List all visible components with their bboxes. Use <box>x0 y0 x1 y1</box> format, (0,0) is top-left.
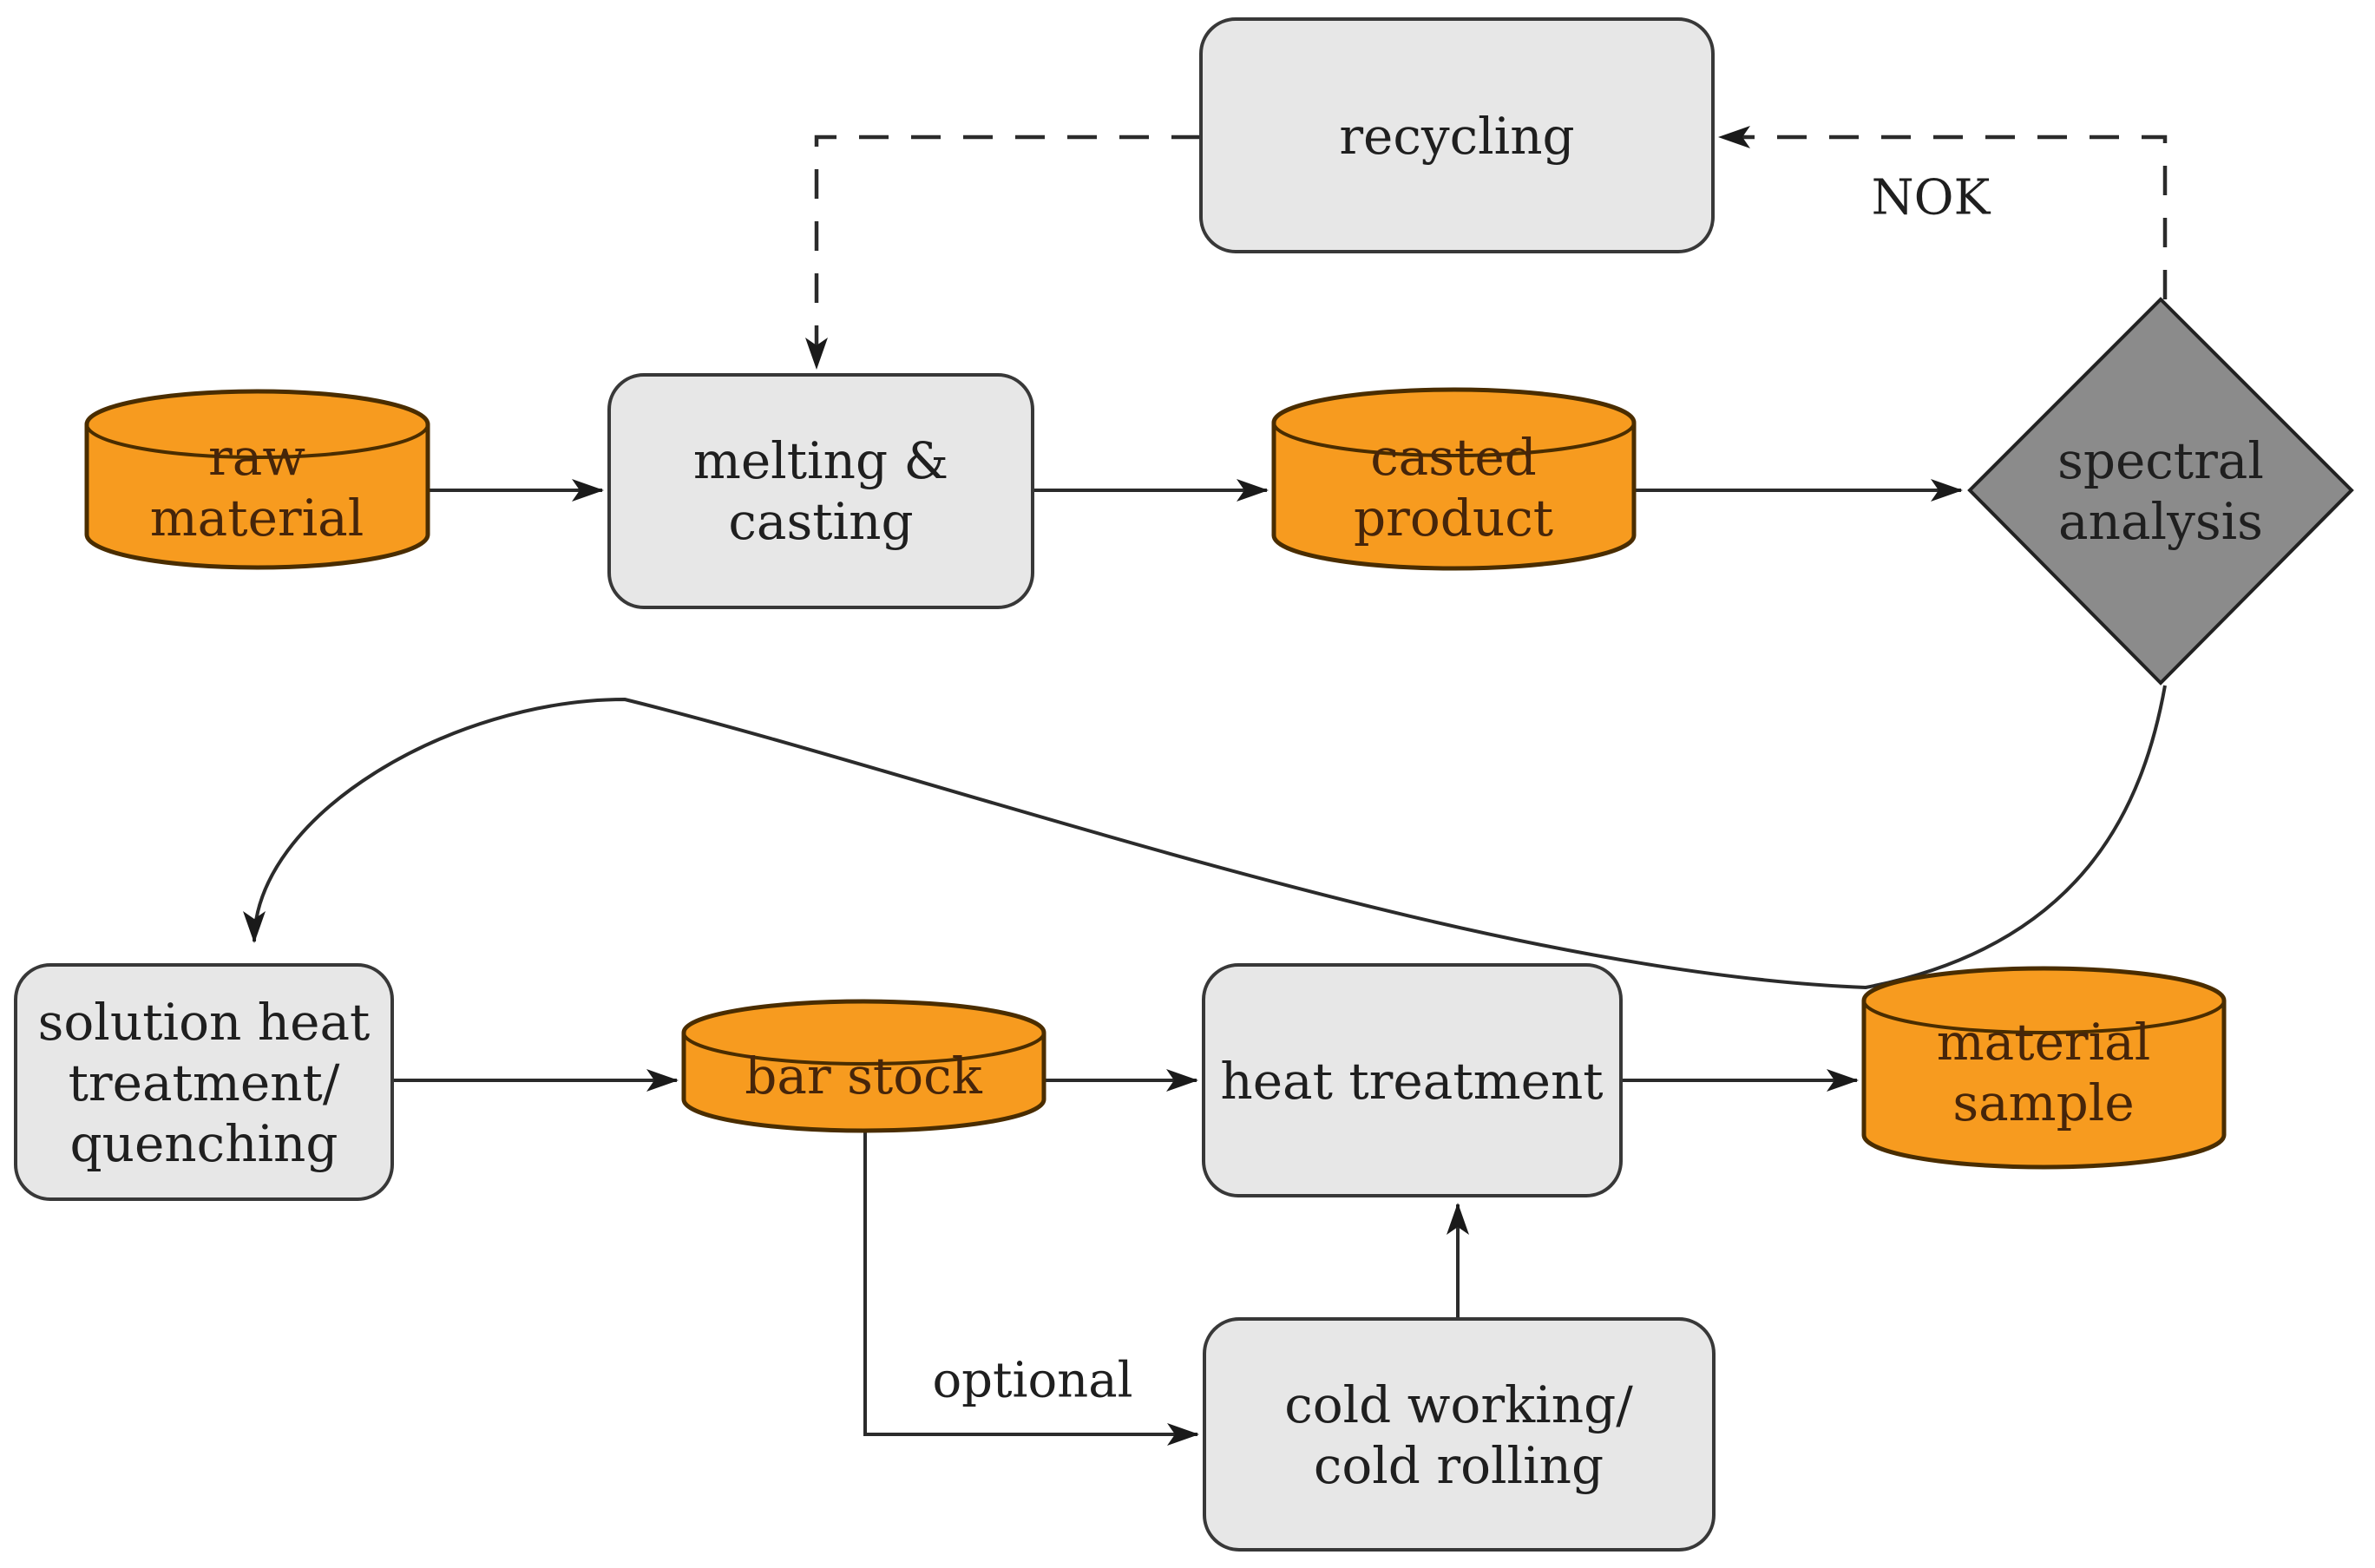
heat-treatment-box <box>1202 963 1623 1197</box>
raw-material-cylinder-rim <box>85 423 430 459</box>
raw-material-label-line1: raw <box>208 428 305 487</box>
solution-heat-treatment-box <box>14 963 394 1201</box>
node-melting-casting: melting & casting <box>607 373 1034 609</box>
material-sample-cylinder-rim <box>1862 1000 2226 1034</box>
heat-treatment-label: heat treatment <box>1220 1052 1603 1111</box>
node-casted-product: casted product <box>1271 387 1637 571</box>
casted-product-cylinder-rim <box>1272 422 1636 457</box>
recycling-label: recycling <box>1339 107 1574 166</box>
node-raw-material: raw material <box>84 389 430 570</box>
raw-material-cylinder <box>84 389 430 570</box>
cold-working-box <box>1203 1317 1716 1552</box>
edge-bar-stock-to-cold-working <box>863 1130 1199 1446</box>
melting-casting-label-line2: casting <box>728 492 913 551</box>
node-cold-working: cold working/ cold rolling <box>1203 1317 1716 1552</box>
cold-working-label-line2: cold rolling <box>1314 1436 1604 1495</box>
edges <box>243 126 2168 1446</box>
casted-product-label-line1: casted <box>1370 428 1537 487</box>
spectral-analysis-label-line2: analysis <box>2058 492 2263 551</box>
edge-spectral-to-recycling-nok <box>1718 126 2168 299</box>
raw-material-label-line2: material <box>150 489 364 548</box>
material-sample-label-line1: material <box>1937 1013 2151 1072</box>
node-material-sample: material sample <box>1861 966 2227 1170</box>
spectral-analysis-diamond <box>1967 297 2354 686</box>
casted-product-cylinder <box>1271 387 1637 571</box>
melting-casting-box <box>607 373 1034 609</box>
material-sample-cylinder <box>1861 966 2227 1170</box>
material-sample-label-line2: sample <box>1952 1073 2134 1132</box>
node-spectral-analysis: spectral analysis <box>1967 297 2354 686</box>
bar-stock-cylinder-rim <box>682 1032 1046 1066</box>
solution-heat-treatment-label-line3: quenching <box>69 1114 338 1173</box>
bar-stock-cylinder <box>681 999 1046 1133</box>
node-solution-heat-treatment: solution heat treatment/ quenching <box>14 963 394 1201</box>
bar-stock-label: bar stock <box>745 1046 982 1105</box>
node-heat-treatment: heat treatment <box>1202 963 1623 1197</box>
node-bar-stock: bar stock <box>681 999 1046 1133</box>
edge-spectral-to-solution-curve <box>243 685 2167 990</box>
solution-heat-treatment-label-line2: treatment/ <box>69 1053 340 1112</box>
nok-edge-label: NOK <box>1872 170 1991 226</box>
edge-recycling-to-melting <box>805 134 1201 370</box>
melting-casting-label-line1: melting & <box>693 431 948 490</box>
recycling-box <box>1199 17 1715 253</box>
node-recycling: recycling <box>1199 17 1715 253</box>
cold-working-label-line1: cold working/ <box>1284 1375 1633 1434</box>
spectral-analysis-label-line1: spectral <box>2057 431 2264 490</box>
optional-edge-label: optional <box>932 1353 1132 1409</box>
casted-product-label-line2: product <box>1354 489 1553 548</box>
solution-heat-treatment-label-line1: solution heat <box>38 993 371 1052</box>
